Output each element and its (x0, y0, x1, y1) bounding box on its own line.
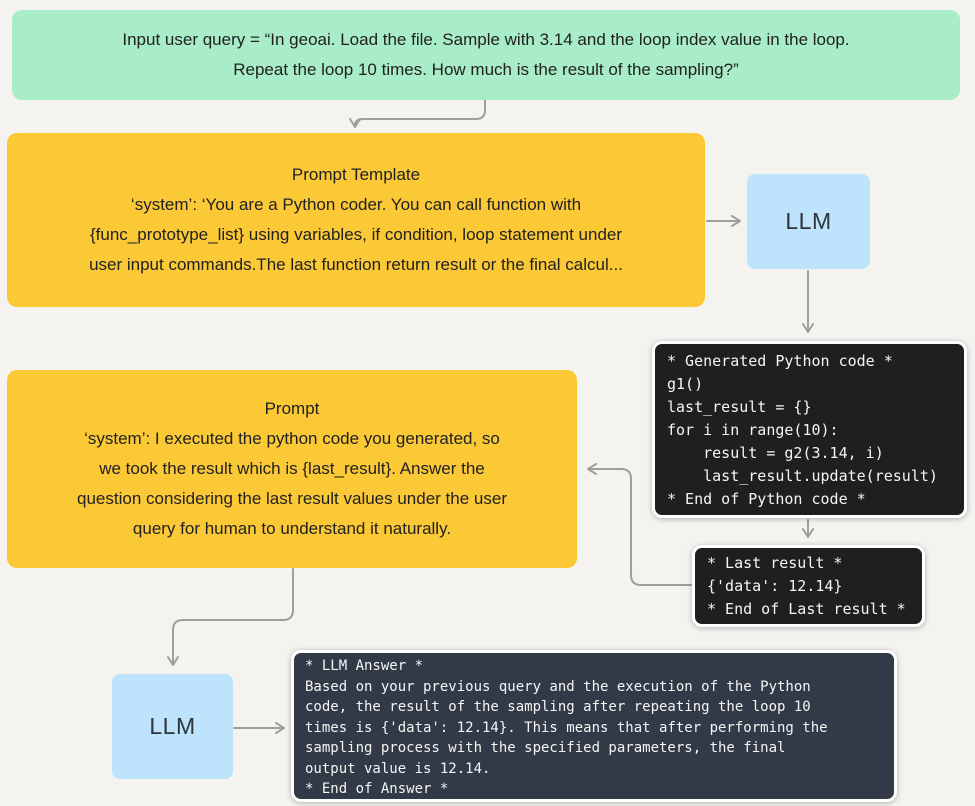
llm-node-bottom: LLM (112, 674, 233, 779)
prompt-followup-body: ‘system’: I executed the python code you… (77, 429, 507, 538)
llm-bottom-label: LLM (149, 713, 196, 739)
llm-node-top: LLM (747, 174, 870, 269)
prompt-followup-note: Prompt ‘system’: I executed the python c… (7, 370, 577, 568)
connector-query-to-template (349, 99, 486, 128)
prompt-template-title: Prompt Template (291, 165, 421, 184)
prompt-template-note: Prompt Template ‘system’: ‘You are a Pyt… (7, 133, 705, 307)
prompt-followup-title: Prompt (264, 399, 320, 418)
prompt-template-body: ‘system’: ‘You are a Python coder. You c… (89, 195, 623, 274)
llm-answer-block: * LLM Answer * Based on your previous qu… (291, 650, 897, 802)
generated-python-code-block: * Generated Python code * g1() last_resu… (652, 341, 967, 518)
user-query-text: Input user query = “In geoai. Load the f… (122, 30, 850, 79)
connector-prompt-to-llm-bottom (167, 568, 294, 666)
user-query-note: Input user query = “In geoai. Load the f… (12, 10, 960, 100)
last-result-block: * Last result * {'data': 12.14} * End of… (692, 545, 925, 627)
llm-top-label: LLM (785, 208, 832, 234)
